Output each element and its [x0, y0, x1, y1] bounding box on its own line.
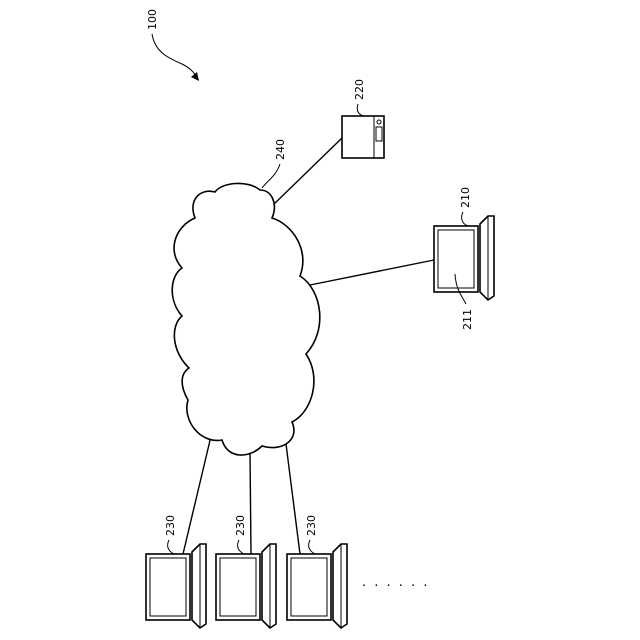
link-cloud-client-3 [286, 444, 300, 554]
server-device [342, 116, 384, 158]
link-cloud-terminal [310, 260, 434, 285]
network-ref-leader [262, 164, 280, 188]
client-ref-leader-2 [238, 540, 244, 554]
client-ref-leader-1 [168, 540, 174, 554]
server-ref-label: 220 [353, 79, 366, 100]
client-device-2 [216, 544, 276, 628]
client-ref-leader-3 [309, 540, 315, 554]
link-cloud-client-1 [183, 432, 212, 554]
terminal-device [434, 216, 494, 300]
client-ref-label-3: 230 [305, 515, 318, 536]
network-ref-label: 240 [274, 139, 287, 160]
link-cloud-client-2 [250, 452, 251, 554]
system-ref-label: 100 [146, 9, 159, 30]
terminal-ref-label: 210 [459, 187, 472, 208]
client-ref-label-1: 230 [164, 515, 177, 536]
system-ref-arrow [152, 34, 197, 78]
network-cloud [172, 183, 320, 455]
client-device-1 [146, 544, 206, 628]
client-device-3 [287, 544, 347, 628]
client-ref-label-2: 230 [234, 515, 247, 536]
terminal-ref-leader [462, 212, 468, 226]
more-clients-ellipsis: · · · · · · [362, 579, 429, 594]
server-ref-leader [357, 104, 363, 116]
screen-ref-label: 211 [461, 309, 474, 330]
system-ref-arrowhead [191, 72, 199, 81]
